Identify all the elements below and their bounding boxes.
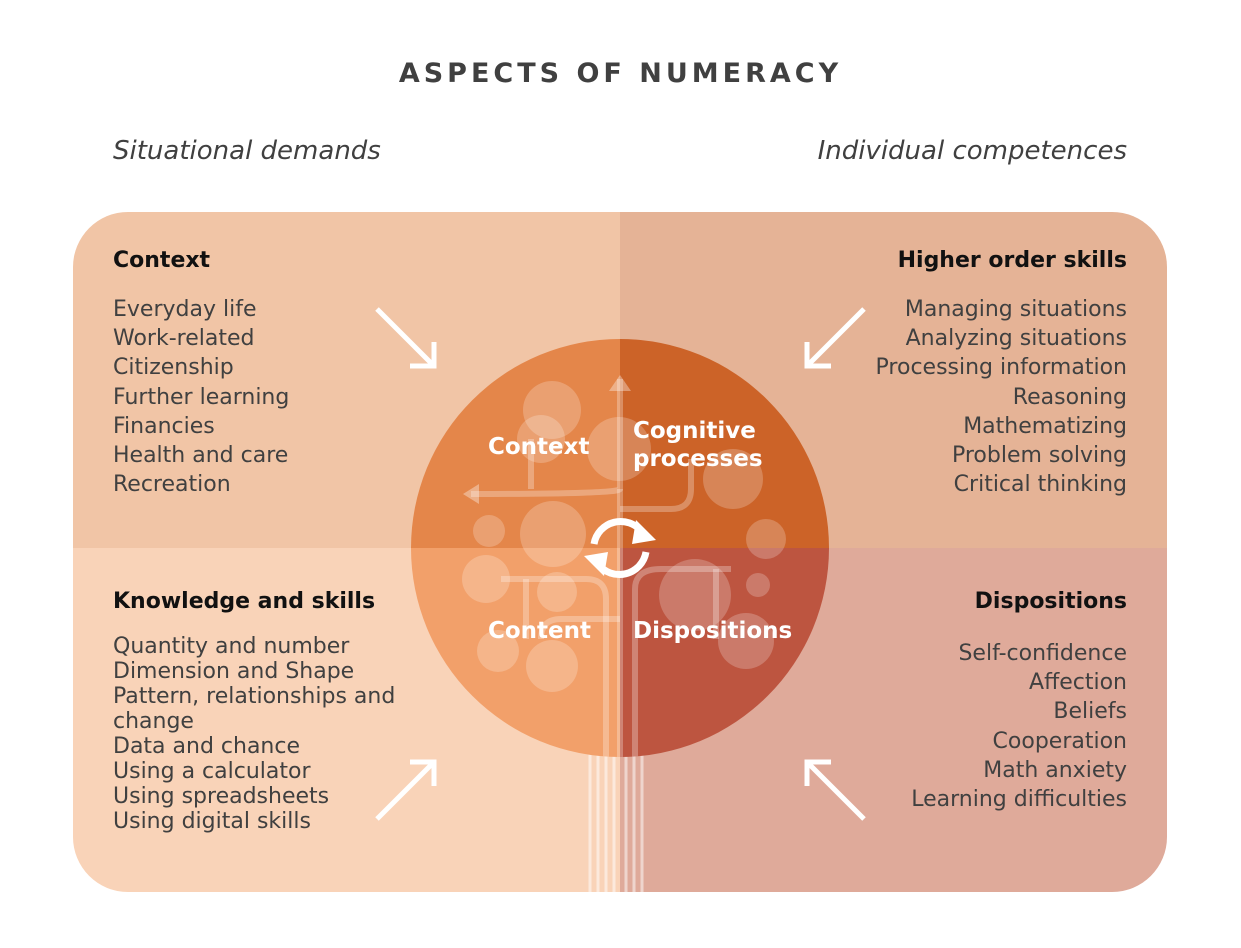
list-item: Work-related [113, 326, 255, 352]
list-item: Recreation [113, 472, 231, 498]
arrow-dispositions-icon [804, 759, 866, 821]
list-item: Using spreadsheets [113, 784, 330, 809]
list-item: Self-confidence [958, 641, 1127, 666]
list-item: Data and chance [113, 734, 300, 759]
list-item: Citizenship [113, 355, 234, 381]
list-item: Reasoning [1012, 384, 1127, 410]
list-item: Dimension and Shape [113, 659, 355, 684]
panel-knowledge-and-skills: Knowledge and skills Quantity and number… [113, 589, 443, 834]
arrow-context-icon [375, 307, 437, 369]
list-item: Cooperation [992, 728, 1127, 754]
list-item: Quantity and number [113, 634, 350, 659]
list-item: Beliefs [1053, 699, 1127, 725]
panel-higher-order-heading: Higher order skills [897, 248, 1127, 273]
list-item: Critical thinking [953, 472, 1127, 498]
list-item: Mathematizing [963, 413, 1127, 439]
central-circle [411, 339, 829, 757]
list-item: Everyday life [113, 297, 257, 322]
circle-label-context: Context [488, 434, 590, 460]
list-item: Using digital skills [113, 809, 311, 834]
refresh-cycle-icon [584, 518, 656, 578]
panel-dispositions: Dispositions Self-confidence Affection B… [911, 589, 1127, 814]
panel-higher-order-list: Managing situations Analyzing situations… [876, 295, 1127, 499]
circle-label-content: Content [488, 618, 592, 644]
circle-label-dispositions: Dispositions [633, 618, 793, 644]
list-item: Problem solving [951, 443, 1127, 469]
list-item: Math anxiety [983, 757, 1127, 783]
panel-higher-order-skills: Higher order skills Managing situations … [876, 248, 1127, 499]
panel-dispositions-list: Self-confidence Affection Beliefs Cooper… [911, 639, 1127, 814]
subtitle-individual-competences: Individual competences [817, 136, 1127, 166]
list-item: Learning difficulties [911, 787, 1127, 813]
trunk-lines [588, 740, 644, 892]
panel-context-heading: Context [113, 248, 211, 273]
list-item: Managing situations [904, 297, 1127, 322]
list-item: Health and care [113, 443, 289, 469]
panel-dispositions-heading: Dispositions [974, 589, 1127, 614]
list-item: Further learning [113, 384, 290, 410]
circle-label-cognitive-line1: Cognitive [633, 418, 756, 444]
list-item: Pattern, relationships and change [113, 684, 396, 734]
diagram-title: ASPECTS OF NUMERACY [398, 58, 843, 89]
circle-label-cognitive-processes: Cognitive processes [633, 417, 763, 473]
subtitle-situational-demands: Situational demands [113, 136, 381, 166]
arrow-higher-order-icon [804, 307, 866, 369]
arrow-knowledge-icon [375, 759, 437, 821]
list-item: Processing information [875, 355, 1127, 381]
panel-knowledge-list: Quantity and number Dimension and Shape … [113, 634, 443, 834]
list-item: Analyzing situations [905, 326, 1127, 352]
tree-network-icon [462, 379, 786, 757]
list-item: Financies [113, 413, 215, 439]
panel-context-list: Everyday life Work-related Citizenship F… [113, 295, 289, 499]
circle-label-cognitive-line2: processes [633, 446, 763, 472]
panel-context: Context Everyday life Work-related Citiz… [113, 248, 289, 499]
list-item: Using a calculator [113, 759, 311, 784]
list-item: Affection [1029, 670, 1127, 696]
panel-knowledge-heading: Knowledge and skills [113, 589, 376, 614]
